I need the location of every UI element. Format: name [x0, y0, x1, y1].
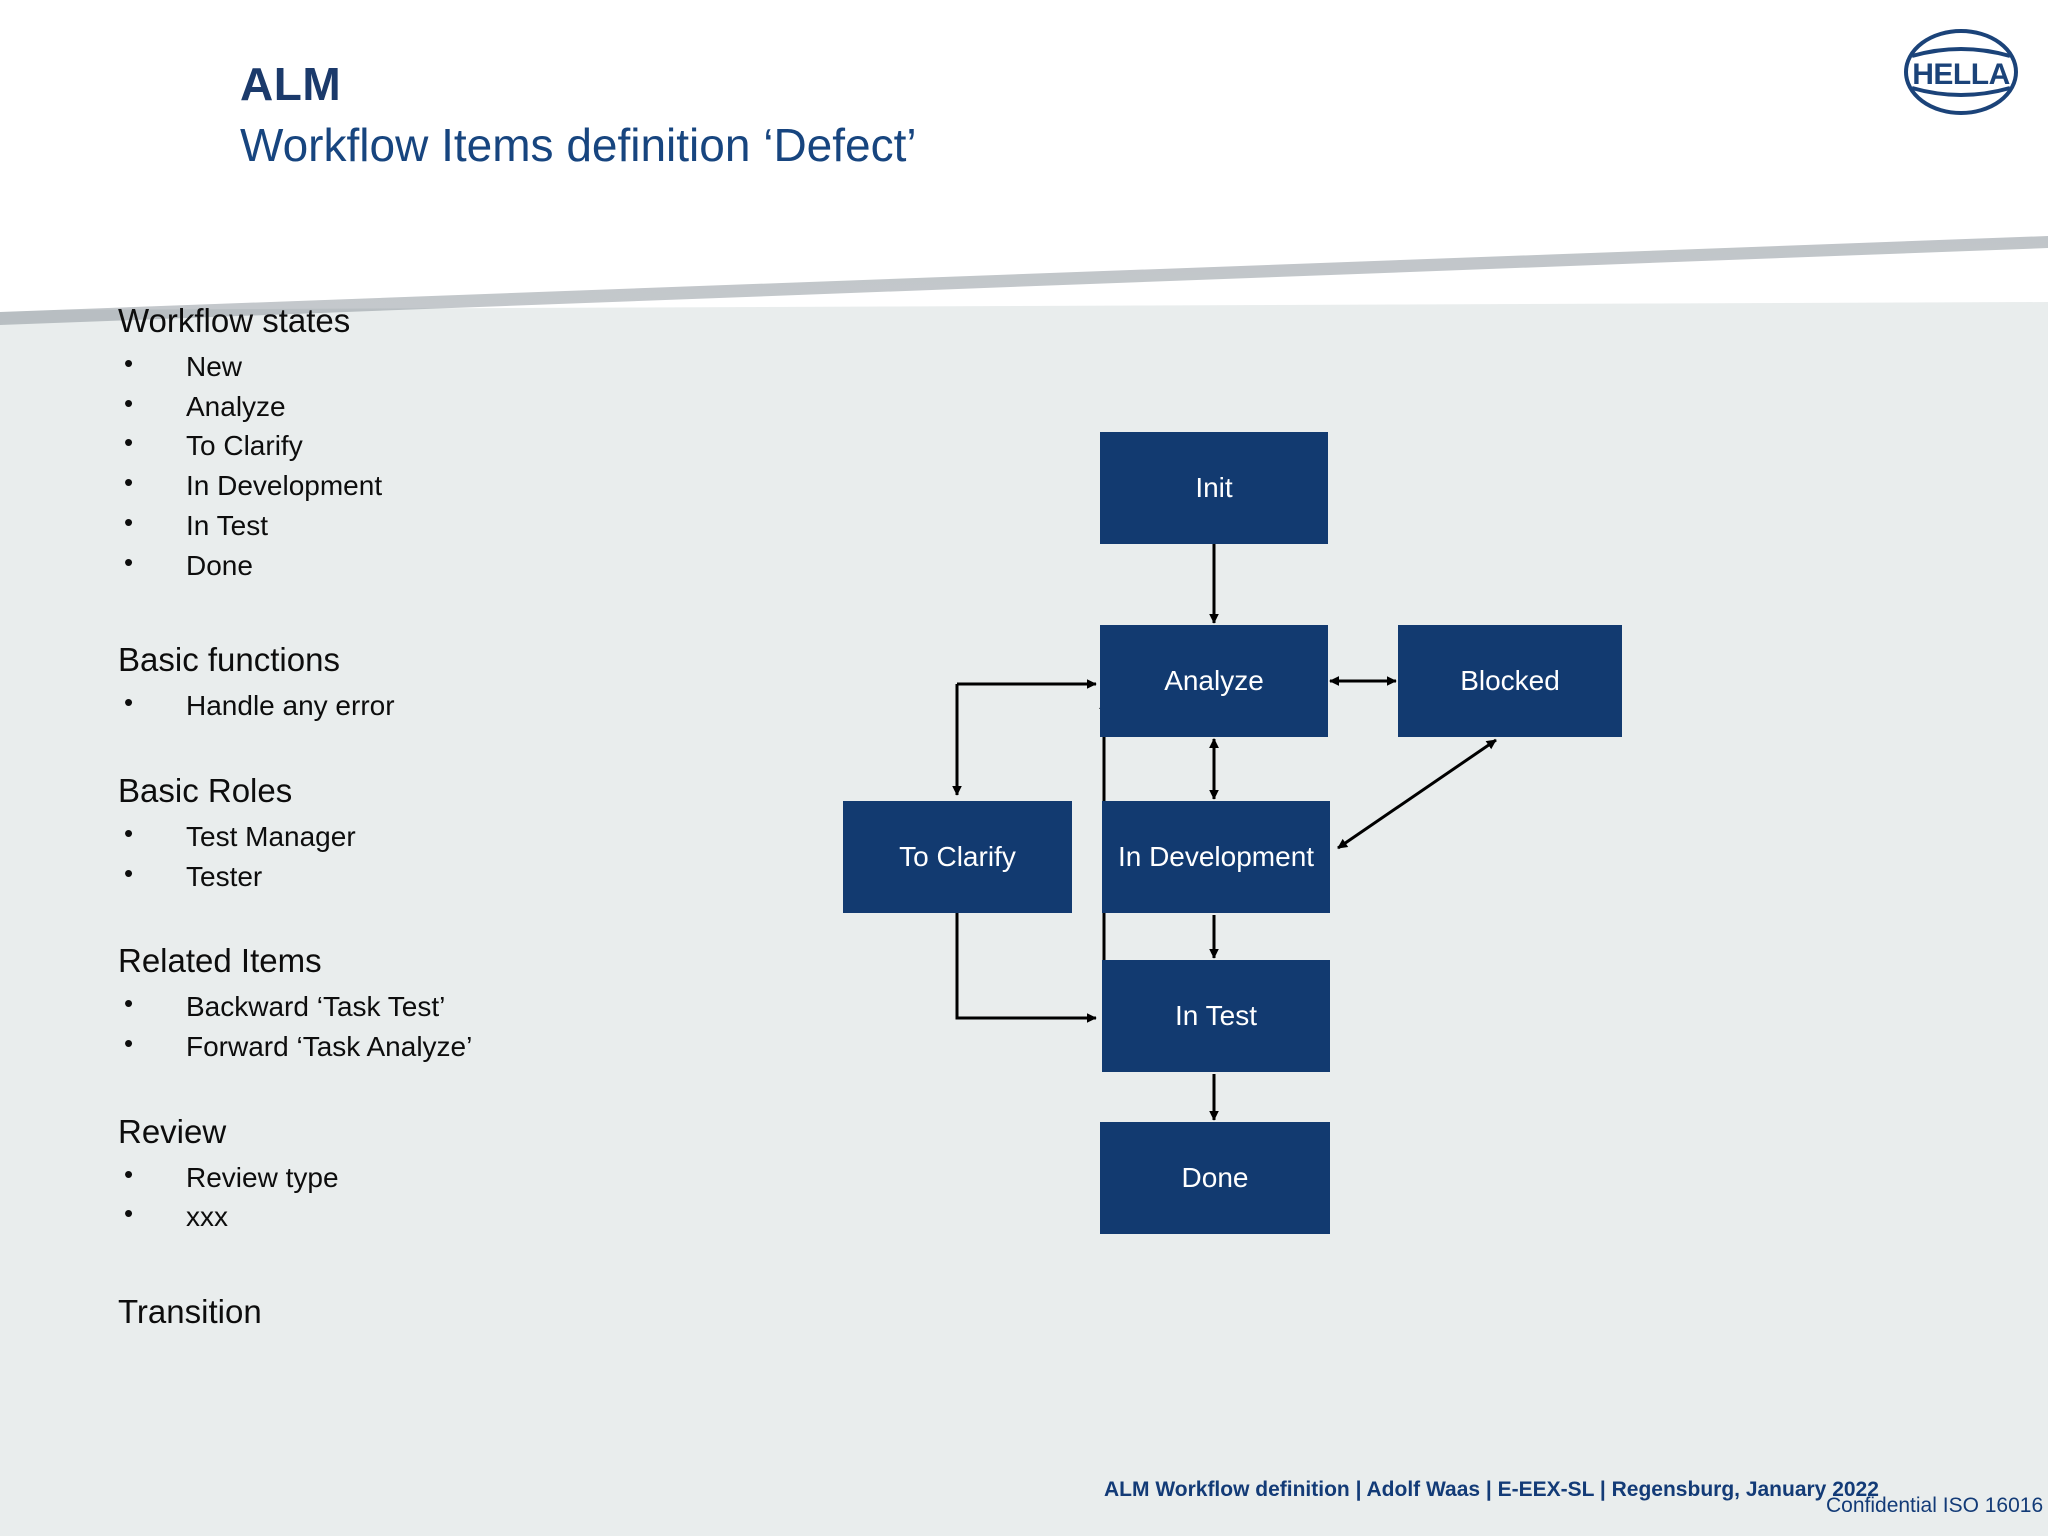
section-heading: Related Items	[118, 942, 322, 980]
node-label: Init	[1195, 471, 1233, 503]
spacer	[118, 1251, 878, 1291]
node-label: In Test	[1175, 999, 1257, 1031]
section-heading: Basic functions	[118, 641, 340, 679]
section-heading: Workflow states	[118, 302, 351, 339]
bullet-list: Handle any error	[118, 684, 878, 726]
page-title: ALM	[240, 58, 342, 110]
section-heading: Transition	[118, 1293, 262, 1331]
spacer	[118, 910, 878, 940]
list-item: xxx	[118, 1195, 878, 1237]
node-in-development[interactable]: In Development	[1102, 801, 1330, 913]
list-item: Backward ‘Task Test’	[118, 985, 878, 1027]
node-to-clarify[interactable]: To Clarify	[843, 801, 1072, 913]
list-item: Review type	[118, 1156, 878, 1198]
list-item: Done	[118, 544, 878, 586]
list-item: Handle any error	[118, 684, 878, 726]
section-basic-roles: Basic Roles Test Manager Tester	[118, 770, 878, 896]
hella-logo-icon: HELLA	[1904, 29, 2018, 115]
list-item: In Development	[118, 464, 878, 506]
footer-presentation-info: ALM Workflow definition | Adolf Waas | E…	[1104, 1478, 1879, 1501]
spacer	[118, 1081, 878, 1111]
footer-confidentiality-notice: Confidential ISO 16016	[1826, 1494, 2044, 1517]
list-item: New	[118, 345, 878, 387]
list-item: Forward ‘Task Analyze’	[118, 1025, 878, 1067]
section-workflow-states: Workflow states New Analyze To Clarify I…	[118, 300, 878, 585]
node-label: Blocked	[1460, 664, 1560, 696]
spacer	[118, 740, 878, 770]
node-blocked[interactable]: Blocked	[1398, 625, 1622, 737]
bullet-list: Test Manager Tester	[118, 815, 878, 897]
list-item: Test Manager	[118, 815, 878, 857]
hella-logo: HELLA	[1902, 26, 2020, 118]
list-item: To Clarify	[118, 424, 878, 466]
bullet-list: New Analyze To Clarify In Development In…	[118, 345, 878, 586]
node-in-test[interactable]: In Test	[1102, 960, 1330, 1072]
section-basic-functions: Basic functions Handle any error	[118, 639, 878, 726]
content-column: Workflow states New Analyze To Clarify I…	[118, 300, 878, 1348]
bullet-list: Backward ‘Task Test’ Forward ‘Task Analy…	[118, 985, 878, 1067]
node-label: To Clarify	[899, 840, 1016, 872]
bullet-list: Review type xxx	[118, 1156, 878, 1238]
node-label: In Development	[1117, 840, 1315, 872]
node-done[interactable]: Done	[1100, 1122, 1330, 1234]
node-label: Analyze	[1164, 664, 1264, 696]
section-transition: Transition	[118, 1291, 878, 1334]
node-init[interactable]: Init	[1100, 432, 1328, 544]
list-item: Tester	[118, 855, 878, 897]
section-review: Review Review type xxx	[118, 1111, 878, 1237]
page-title-block: ALM Workflow Items definition ‘Defect’	[240, 58, 917, 174]
spacer	[118, 599, 878, 639]
section-heading: Basic Roles	[118, 772, 293, 810]
section-heading: Review	[118, 1112, 227, 1150]
node-analyze[interactable]: Analyze	[1100, 625, 1328, 737]
list-item: Analyze	[118, 385, 878, 427]
list-item: In Test	[118, 504, 878, 546]
svg-text:HELLA: HELLA	[1912, 58, 2010, 91]
section-related-items: Related Items Backward ‘Task Test’ Forwa…	[118, 940, 878, 1066]
page-subtitle: Workflow Items definition ‘Defect’	[240, 118, 917, 171]
node-label: Done	[1181, 1161, 1249, 1193]
